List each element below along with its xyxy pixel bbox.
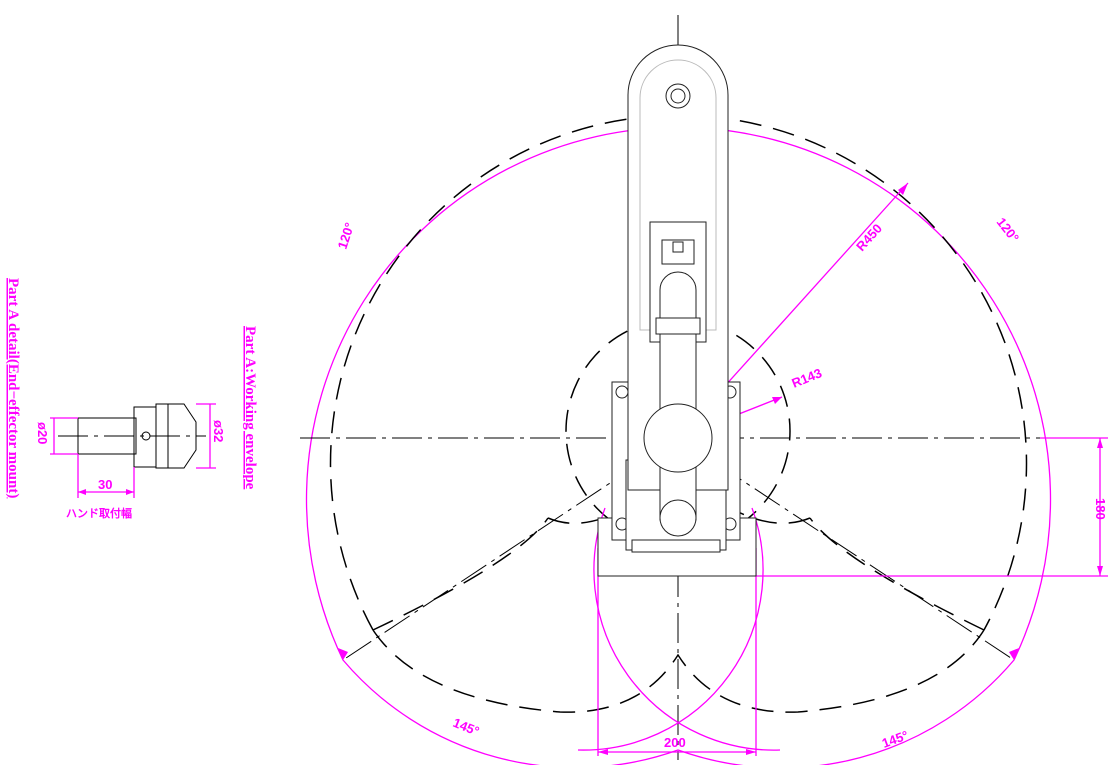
radius-143-label: R143	[790, 365, 824, 391]
joint-1	[643, 403, 713, 473]
angle-lower-right-label: 145°	[880, 728, 910, 751]
end-effector-detail: ø20 ø32 30 ハンド取付幅	[35, 403, 226, 520]
robot-top-view	[597, 44, 757, 577]
angle-lower-left-label: 145°	[451, 715, 482, 739]
angle-upper-right-label: 120°	[994, 215, 1022, 245]
hand-mount-width-label: ハンド取付幅	[66, 506, 132, 520]
part-a-envelope-label: Part A:Working envelope	[242, 326, 258, 490]
height-180-label: 180	[1093, 498, 1108, 520]
robot-arm-2	[659, 271, 697, 521]
angle-upper-left-label: 120°	[335, 221, 358, 251]
outer-envelope-boundary	[305, 126, 1052, 765]
lower-reach-curve	[372, 629, 985, 713]
width-200-label: 200	[664, 735, 686, 750]
diameter-32-label: ø32	[211, 420, 226, 442]
diameter-20-label: ø20	[35, 422, 50, 444]
length-30-label: 30	[98, 477, 112, 492]
radius-450-label: R450	[853, 221, 885, 254]
part-a-detail-label: Part A detail(End−effector mount)	[5, 278, 21, 498]
